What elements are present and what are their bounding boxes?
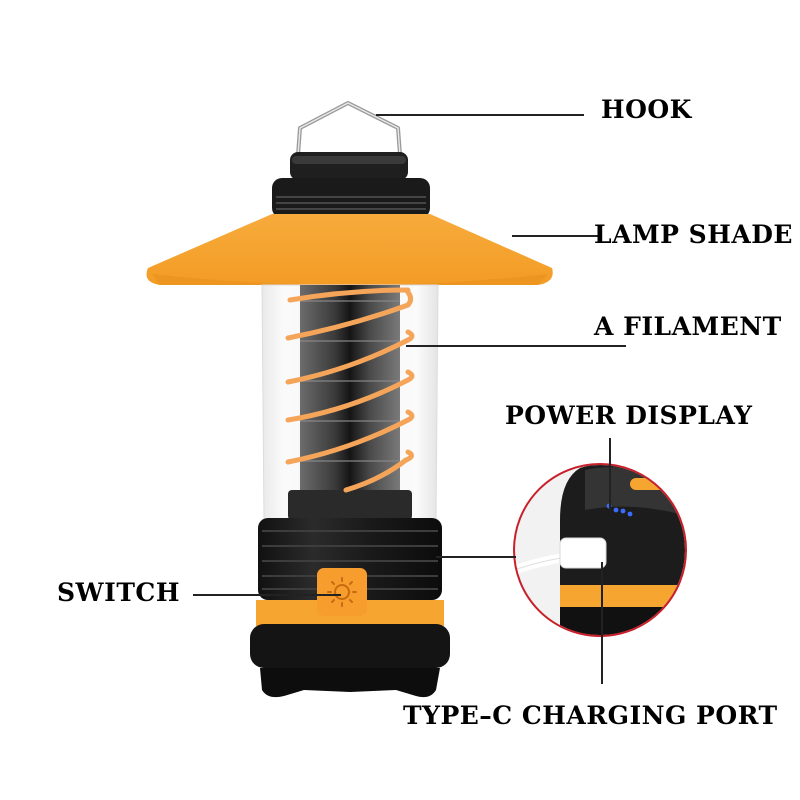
power-led-indicator [606, 503, 633, 517]
switch-leader-line [193, 594, 341, 596]
switch-label: SWITCH [57, 578, 180, 607]
hook-leader-line [376, 114, 584, 116]
hook-handle [296, 101, 402, 156]
base-to-inset-leader-line [436, 556, 516, 558]
filament-label: A FILAMENT [594, 312, 782, 341]
power-display-label: POWER DISPLAY [505, 401, 753, 430]
power-display-leader-line [609, 438, 611, 508]
lamp-shade [146, 214, 553, 285]
top-cap [272, 152, 430, 218]
filament-leader-line [406, 345, 626, 347]
lamp-shade-label: LAMP SHADE [594, 220, 793, 249]
hook-label: HOOK [601, 95, 692, 124]
base-body [250, 518, 450, 698]
type-c-charging-port-label: TYPE–C CHARGING PORT [403, 701, 778, 730]
charging-port-inset [513, 463, 687, 637]
lamp-shade-leader-line [512, 235, 602, 237]
type-c-leader-line [601, 562, 603, 684]
sun-icon [327, 577, 357, 607]
switch-button[interactable] [317, 568, 367, 616]
filament-spiral [285, 287, 415, 493]
